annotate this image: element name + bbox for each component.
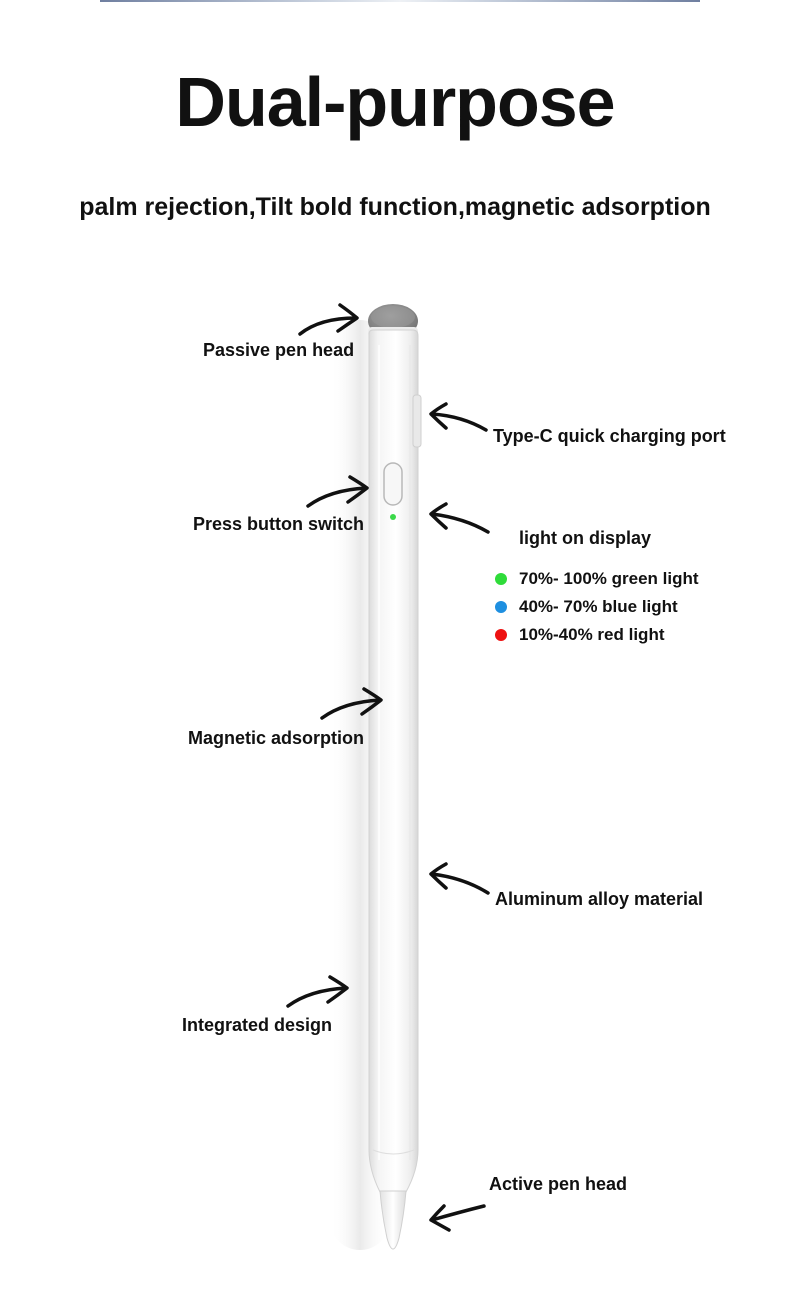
legend-text: 70%- 100% green light: [519, 569, 699, 588]
type-c-port: [412, 394, 422, 448]
arrow-icon-aluminum: [429, 862, 490, 895]
label-light-on-display: light on display: [519, 528, 652, 548]
label-aluminum-alloy: Aluminum alloy material: [495, 889, 704, 909]
arrow-icon-type-c: [429, 402, 488, 432]
legend-item-red: 10%-40% red light: [495, 621, 699, 649]
light-legend: 70%- 100% green light 40%- 70% blue ligh…: [495, 565, 699, 649]
label-type-c-port: Type-C quick charging port: [493, 426, 726, 446]
press-button: [383, 462, 403, 506]
red-dot-icon: [495, 629, 507, 641]
label-integrated-design: Integrated design: [182, 1015, 333, 1035]
arrow-icon-light: [429, 502, 490, 534]
green-dot-icon: [495, 573, 507, 585]
blue-dot-icon: [495, 601, 507, 613]
label-active-pen-head: Active pen head: [489, 1174, 628, 1194]
arrow-icon-magnetic: [320, 687, 383, 720]
arrow-icon-press-button: [306, 475, 369, 508]
arrow-icon-integrated: [286, 975, 349, 1008]
active-tip: [379, 1190, 407, 1250]
page-title: Dual-purpose: [175, 63, 615, 141]
arrow-icon-passive-head: [298, 303, 359, 336]
legend-item-green: 70%- 100% green light: [495, 565, 699, 593]
indicator-light: [390, 514, 396, 520]
top-decorative-rule: [100, 0, 700, 2]
label-magnetic-adsorption: Magnetic adsorption: [188, 728, 365, 748]
page-subtitle: palm rejection,Tilt bold function,magnet…: [79, 193, 711, 221]
legend-text: 10%-40% red light: [519, 625, 665, 644]
arrow-icon-active-head: [429, 1204, 486, 1232]
legend-text: 40%- 70% blue light: [519, 597, 678, 616]
label-press-button-switch: Press button switch: [193, 514, 365, 534]
legend-item-blue: 40%- 70% blue light: [495, 593, 699, 621]
label-passive-pen-head: Passive pen head: [203, 340, 355, 360]
pen-body: [368, 329, 419, 1193]
